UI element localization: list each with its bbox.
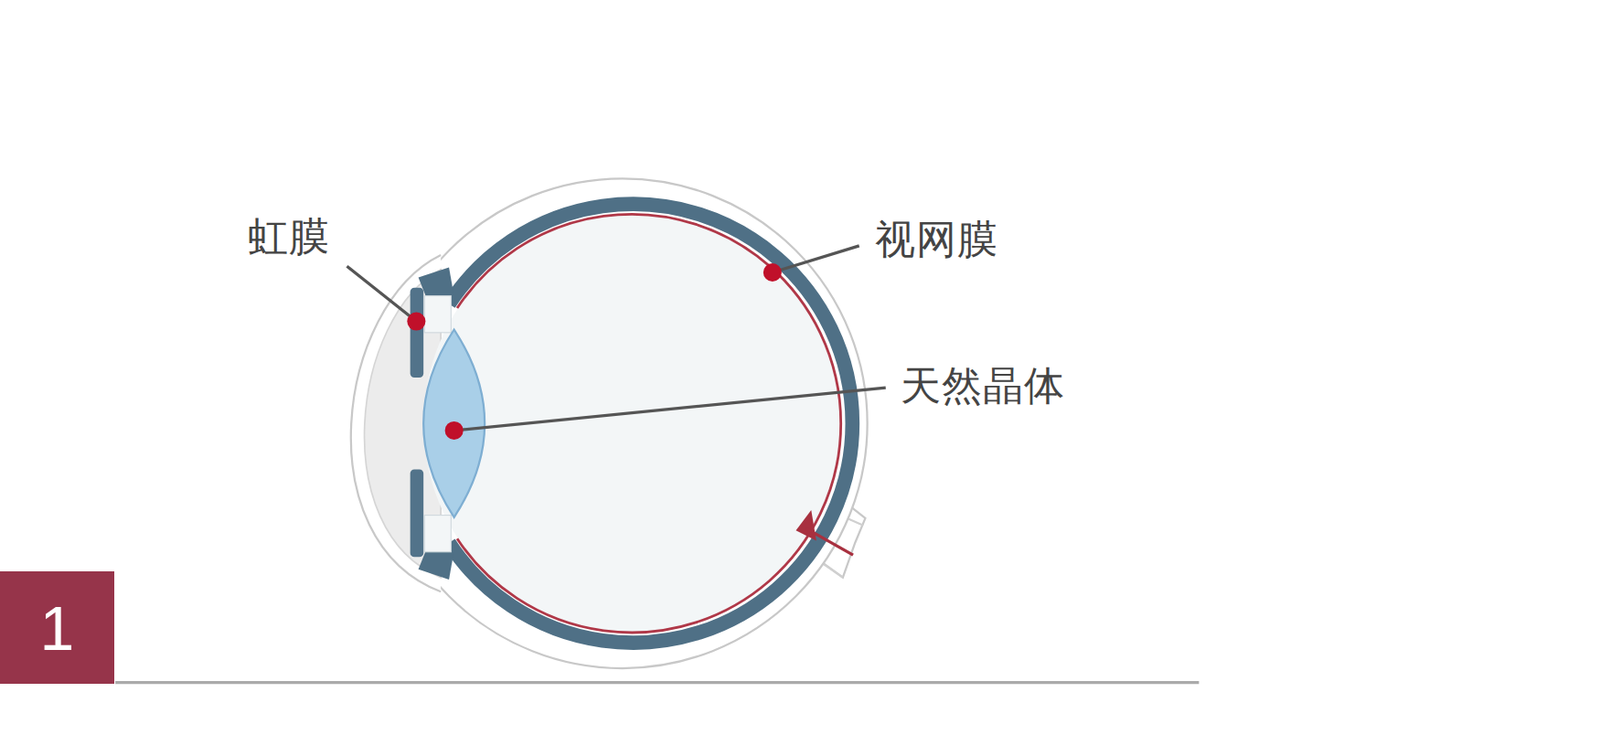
leader-line: [346, 266, 416, 321]
part-label: 视网膜: [874, 216, 999, 264]
leader-line: [772, 245, 860, 273]
section-number-box: 1: [0, 571, 115, 684]
part-label: 虹膜: [247, 213, 331, 261]
sclera: [377, 178, 868, 669]
section-number: 1: [40, 597, 75, 660]
iris: [410, 469, 425, 557]
callout-dot: [763, 263, 782, 282]
zonule: [424, 296, 451, 333]
optic-disc: [796, 510, 817, 541]
part-label: 天然晶体: [900, 362, 1066, 410]
zonule: [424, 515, 451, 553]
callout-dot: [406, 312, 426, 331]
vitreous: [423, 213, 843, 633]
leader-line: [454, 387, 886, 431]
callout-dot: [445, 421, 464, 440]
base-rule: [115, 681, 1199, 684]
natural-lens: [423, 329, 485, 517]
blood-vessel: [806, 528, 854, 555]
iris: [410, 288, 425, 378]
choroid: [448, 203, 853, 643]
